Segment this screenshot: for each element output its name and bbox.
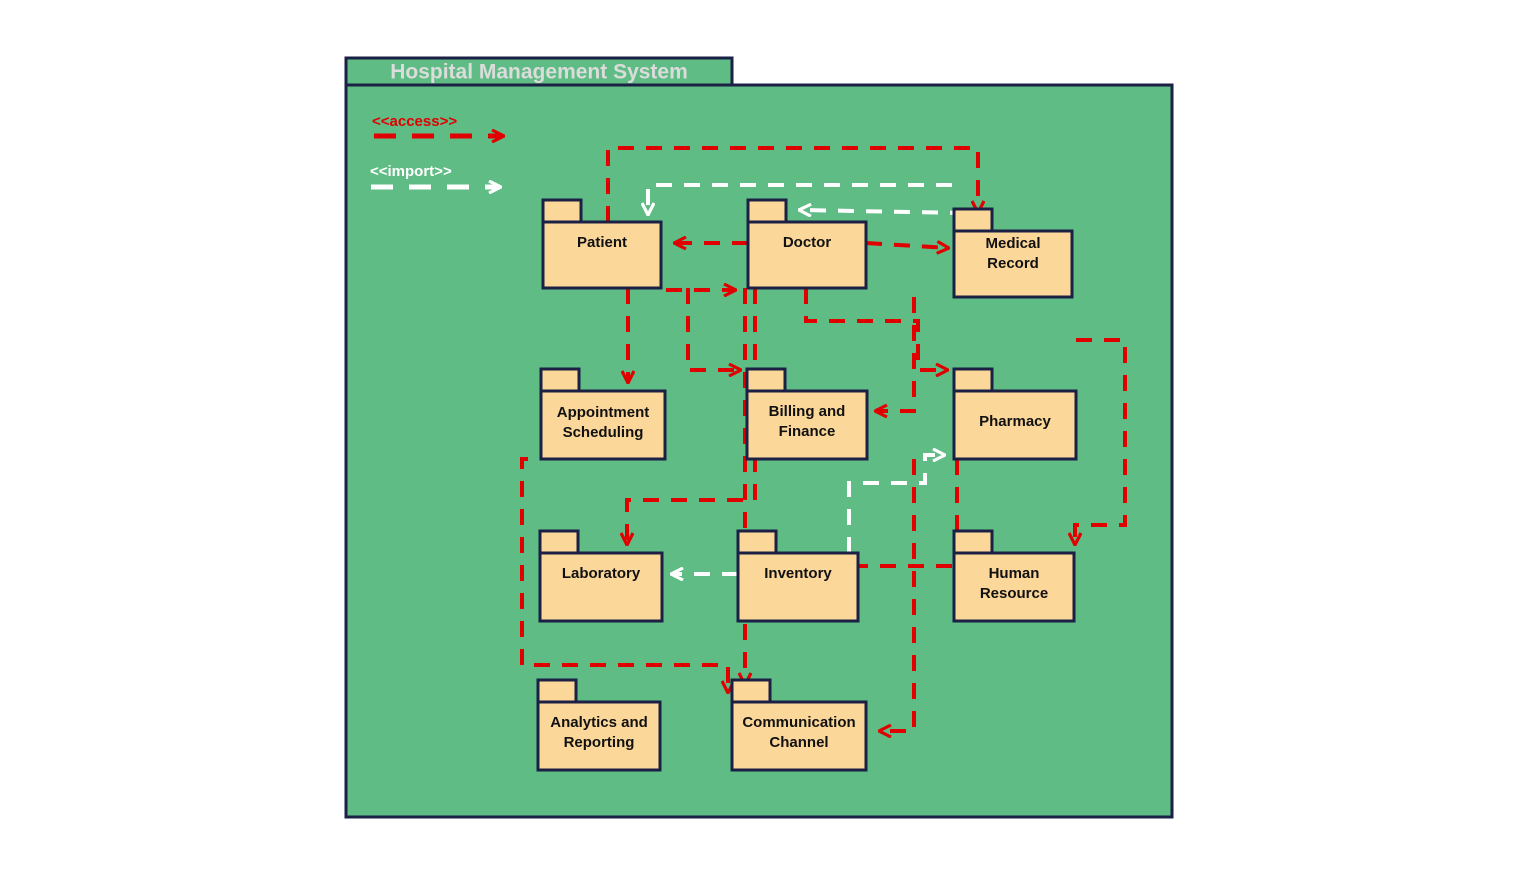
page-title: Hospital Management System — [390, 61, 688, 84]
edge-inventory-to-pharmacy — [847, 455, 944, 553]
package-label: Inventory — [764, 565, 832, 582]
package-label: Pharmacy — [979, 413, 1051, 430]
package-label-line2: Scheduling — [563, 424, 644, 441]
edge-patient-to-billing — [686, 288, 740, 370]
package-billing-finance[interactable]: Billing and Finance — [745, 367, 869, 461]
package-communication-channel[interactable]: Communication Channel — [730, 678, 868, 772]
package-body — [538, 551, 664, 623]
legend-access-entry: <<access>> — [372, 113, 503, 136]
edge-pharmacy-to-human-resource — [1075, 338, 1127, 544]
edge-patient-to-doctor — [666, 288, 735, 290]
package-label-line2: Resource — [980, 585, 1048, 602]
edge-medical-record-to-patient — [648, 183, 952, 214]
package-medical-record[interactable]: Medical Record — [952, 207, 1074, 299]
package-patient[interactable]: Patient — [541, 198, 663, 290]
package-body — [745, 389, 869, 461]
package-label-line1: Appointment — [557, 404, 649, 421]
legend-import-label: <<import>> — [370, 163, 452, 180]
import-relationships — [648, 183, 967, 574]
package-label-line1: Analytics and — [550, 714, 648, 731]
package-body — [736, 551, 860, 623]
package-human-resource[interactable]: Human Resource — [952, 529, 1076, 623]
package-label-line1: Human — [989, 565, 1040, 582]
package-tab — [541, 198, 583, 224]
edge-pharmacy-to-communication — [880, 459, 916, 731]
package-tab — [746, 198, 788, 224]
package-body — [539, 389, 667, 461]
edge-medical-record-to-billing — [876, 297, 916, 411]
package-label-line2: Record — [987, 255, 1039, 272]
package-label-line1: Communication — [742, 714, 855, 731]
package-inventory[interactable]: Inventory — [736, 529, 860, 623]
package-label-line1: Medical — [985, 235, 1040, 252]
package-appointment-scheduling[interactable]: Appointment Scheduling — [539, 367, 667, 461]
package-tab — [730, 678, 772, 704]
legend-access-label: <<access>> — [372, 113, 457, 130]
package-body — [952, 389, 1078, 461]
package-label: Doctor — [783, 234, 831, 251]
package-tab — [745, 367, 787, 393]
edge-billing-to-inventory — [822, 459, 959, 566]
package-tab — [538, 529, 580, 555]
edge-laboratory-to-communication — [520, 457, 728, 692]
legend-import-entry: <<import>> — [370, 163, 500, 187]
package-body — [536, 700, 662, 772]
package-doctor[interactable]: Doctor — [746, 198, 868, 290]
package-analytics-reporting[interactable]: Analytics and Reporting — [536, 678, 662, 772]
edge-patient-to-medical-record — [606, 146, 978, 222]
access-relationships — [520, 146, 1127, 731]
package-body — [952, 229, 1074, 299]
package-label-line1: Billing and — [769, 403, 846, 420]
package-laboratory[interactable]: Laboratory — [538, 529, 664, 623]
package-body — [541, 220, 663, 290]
package-label-line2: Reporting — [564, 734, 635, 751]
package-tab — [536, 678, 578, 704]
edge-doctor-to-pharmacy — [804, 288, 947, 370]
package-tab — [736, 529, 778, 555]
package-tab — [952, 529, 994, 555]
package-tab — [952, 207, 994, 233]
package-body — [746, 220, 868, 290]
package-body — [952, 551, 1076, 623]
edge-doctor-to-medical-record — [865, 243, 948, 248]
package-nodes: Patient Doctor Medical Record Appointmen… — [536, 198, 1078, 772]
package-body — [730, 700, 868, 772]
package-label-line2: Finance — [779, 423, 836, 440]
package-tab — [539, 367, 581, 393]
package-pharmacy[interactable]: Pharmacy — [952, 367, 1078, 461]
legend: <<access>> <<import>> — [370, 113, 503, 187]
package-label: Laboratory — [562, 565, 641, 582]
package-label-line2: Channel — [769, 734, 828, 751]
package-tab — [952, 367, 994, 393]
package-label: Patient — [577, 234, 627, 251]
